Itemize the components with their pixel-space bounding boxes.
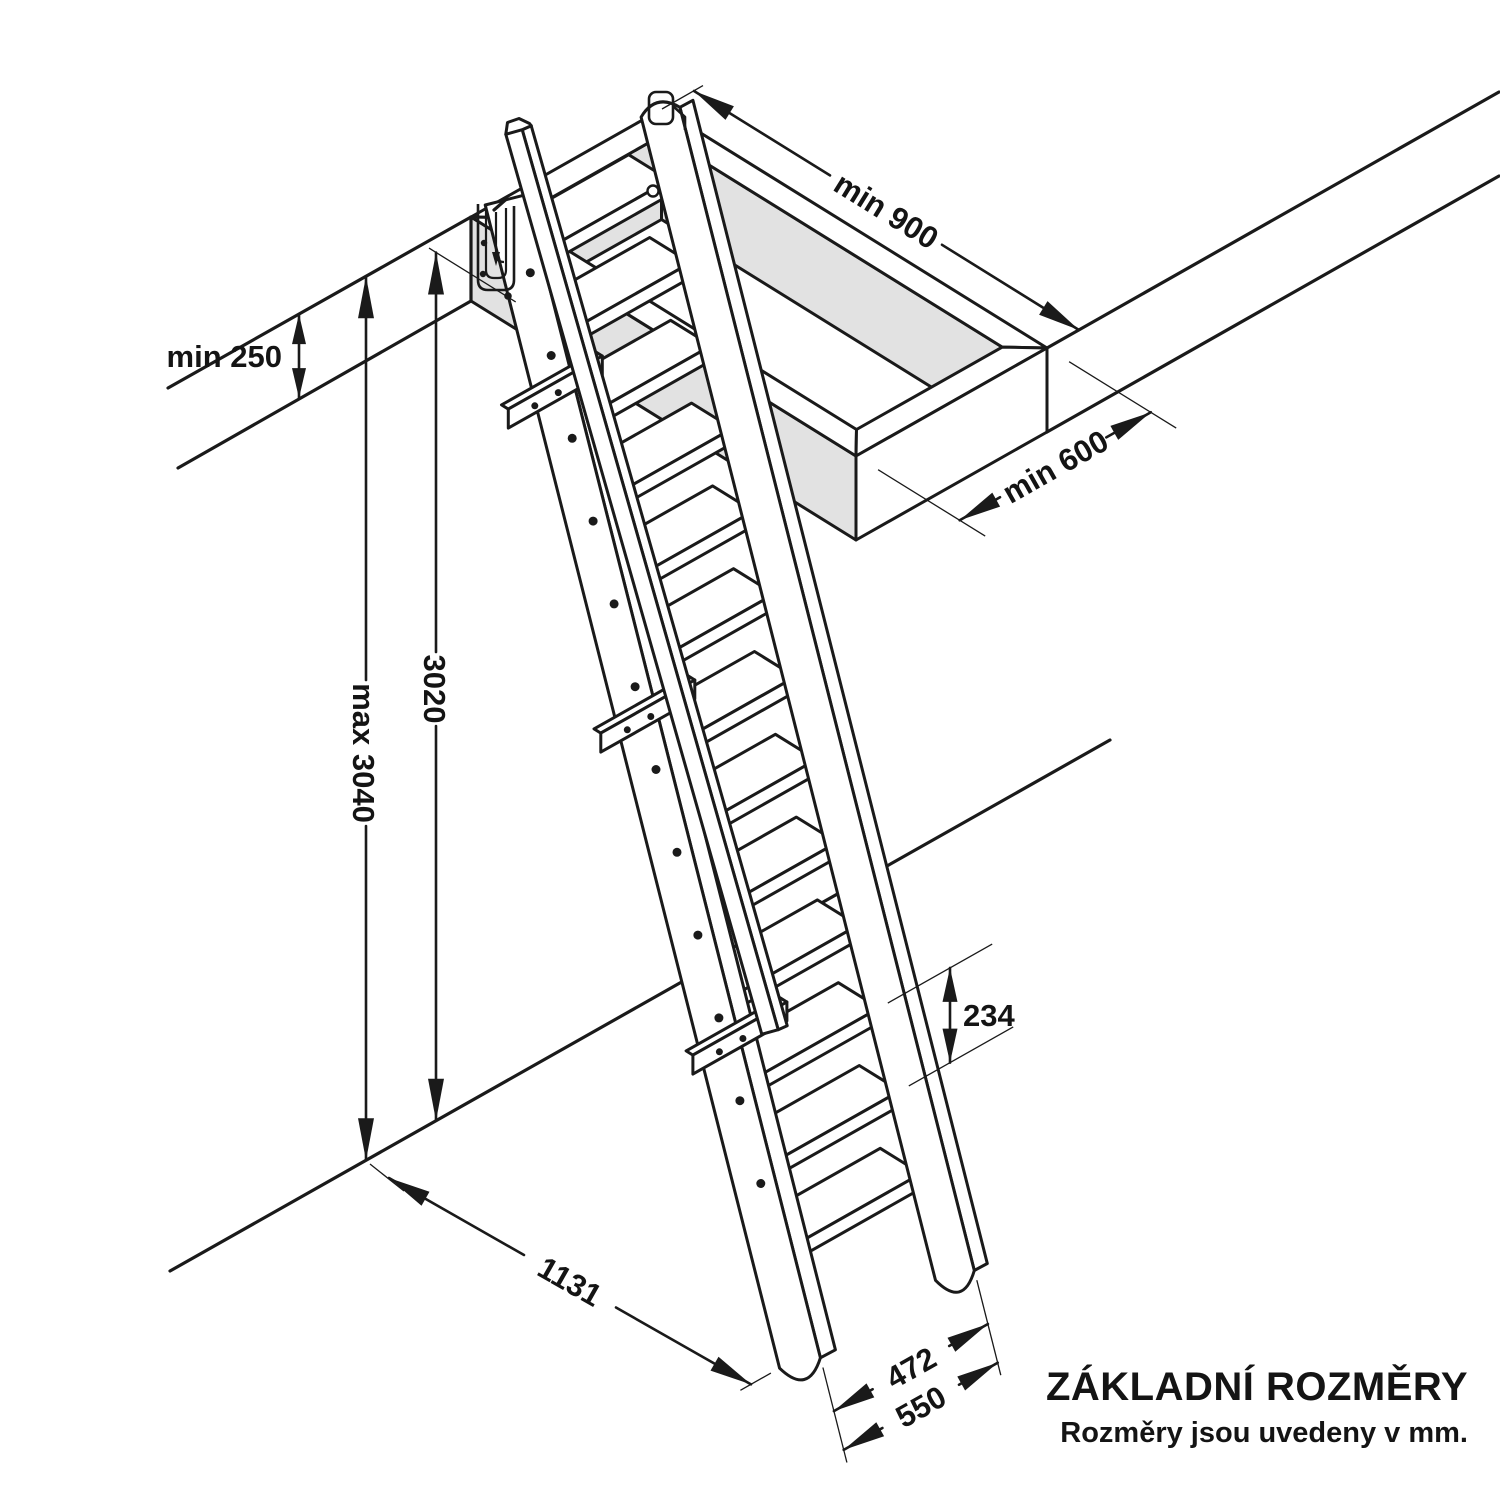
bracket-screw-dot	[623, 726, 631, 734]
drawing-subtitle: Rozměry jsou uvedeny v mm.	[1060, 1417, 1468, 1449]
dim-max-3040: max 3040	[346, 275, 381, 1162]
handrail	[500, 117, 789, 1076]
top-hook	[647, 90, 675, 126]
dimension-label-room-height: max 3040	[346, 683, 381, 823]
bracket-screw-dot	[715, 1048, 723, 1056]
ceiling-lines	[166, 90, 1500, 470]
wall-bracket	[476, 198, 516, 300]
title-block: ZÁKLADNÍ ROZMĚRY Rozměry jsou uvedeny v …	[1046, 1363, 1468, 1449]
stringer-hook-link	[492, 198, 508, 212]
screw-dot	[714, 1013, 724, 1023]
bracket-screw-dot	[739, 1035, 747, 1042]
wall-bracket-hook-tip	[492, 252, 500, 266]
wall-bracket-inner-slot	[484, 206, 508, 280]
hatch-right-outer-face	[854, 346, 1049, 542]
screw-dot	[609, 599, 619, 609]
screw-dot	[525, 268, 535, 278]
dimension-label-ceiling-thickness: min 250	[167, 339, 282, 374]
drawing-title: ZÁKLADNÍ ROZMĚRY	[1046, 1363, 1468, 1409]
dim-1131: 1131	[369, 1163, 772, 1391]
screw-dot	[735, 1096, 745, 1106]
screw-dot	[546, 351, 556, 360]
dim-234: 234	[887, 943, 1015, 1087]
dim-min-250: min 250	[167, 312, 306, 400]
right-stringer	[639, 90, 989, 1294]
bracket-screw	[479, 270, 487, 278]
ceiling-bottom-edge-right	[1045, 174, 1500, 434]
screw-dot	[651, 765, 661, 774]
screw-dot	[672, 847, 682, 857]
dimension-label-floor-reach: 1131	[532, 1250, 608, 1314]
bracket-screw-dot	[647, 713, 655, 720]
screw-dot	[693, 930, 703, 940]
screw-dot	[588, 516, 598, 526]
floor-line	[168, 738, 1112, 1273]
ceiling-top-edge-left	[166, 215, 473, 390]
ceiling-top-edge-right	[1045, 90, 1500, 350]
bracket-screw-dot	[554, 389, 562, 397]
screw-dot	[630, 682, 640, 692]
screw-dot	[756, 1179, 766, 1188]
stringer-screw-dots	[525, 268, 766, 1188]
ladder	[476, 90, 989, 1382]
left-stringer-front	[483, 193, 822, 1382]
right-stringer-front	[639, 100, 976, 1294]
dim-3020: 3020	[417, 247, 517, 1122]
pivot-hole	[646, 184, 660, 198]
dimension-label-step-spacing: 234	[963, 998, 1015, 1033]
ceiling-bottom-edge-left	[176, 299, 473, 470]
handrail-cap	[504, 117, 533, 136]
top-hook-lip	[672, 105, 687, 130]
bracket-screw	[480, 239, 488, 247]
dimension-label-ladder-height: 3020	[417, 655, 452, 724]
bracket-screw-dot	[531, 402, 539, 410]
screw-dot	[567, 433, 577, 443]
